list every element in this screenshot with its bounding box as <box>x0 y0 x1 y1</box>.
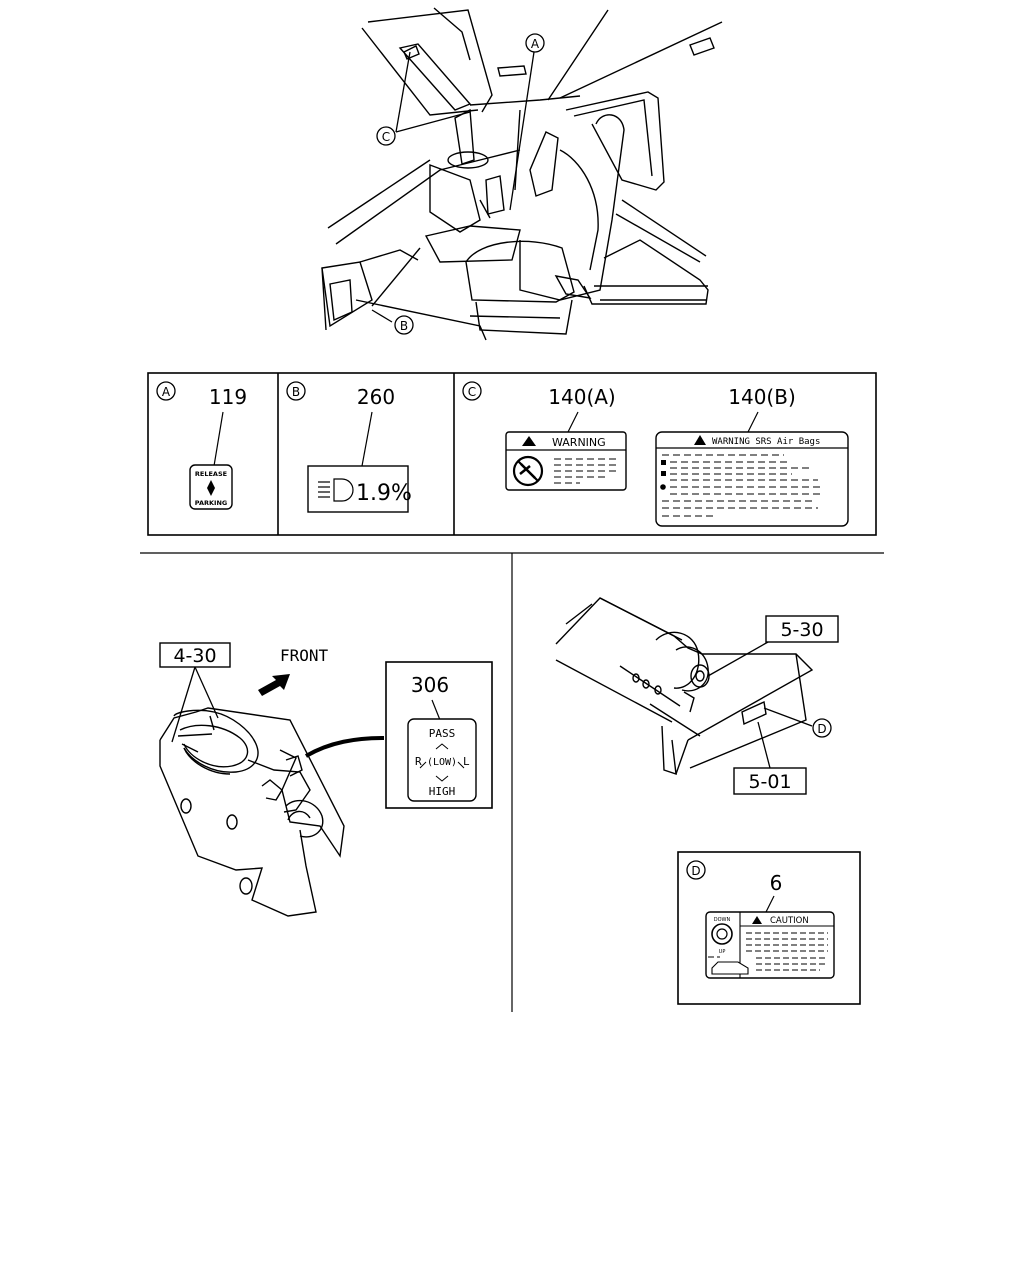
svg-text:UP: UP <box>719 949 726 955</box>
svg-text:5-01: 5-01 <box>748 771 791 793</box>
callout-a: A <box>525 33 545 53</box>
part-number-6: 6 <box>770 871 783 895</box>
prohibition-icon <box>512 455 544 487</box>
callout-c: C <box>376 126 396 146</box>
svg-text:B: B <box>292 385 300 399</box>
svg-text:PARKING: PARKING <box>195 499 227 507</box>
svg-text:C: C <box>382 130 390 144</box>
svg-text:A: A <box>531 37 540 51</box>
panel-d: D 6 CAUTION DOWN UP <box>677 851 861 1005</box>
warning-triangle-icon <box>694 435 706 445</box>
part-number-306: 306 <box>411 673 449 697</box>
label-panels <box>147 372 877 536</box>
ref-box-5-01 <box>733 767 807 795</box>
switch-body <box>159 707 345 917</box>
svg-text:R: R <box>415 755 422 768</box>
svg-text:B: B <box>400 319 408 333</box>
frame-section: 5-30 5-01 D <box>555 597 839 795</box>
cab-interior-illustration <box>321 7 723 341</box>
panel-b: B 260 1.9% <box>286 381 412 513</box>
leader-curve <box>304 736 385 758</box>
part-number-260: 260 <box>357 385 395 409</box>
bullet-marks <box>660 460 666 490</box>
section-dividers <box>140 552 884 1012</box>
arrow-icon <box>207 480 215 496</box>
svg-text:4-30: 4-30 <box>173 645 216 667</box>
warning-label-140a <box>505 431 627 491</box>
svg-text:PASS: PASS <box>429 727 456 740</box>
part-number-119: 119 <box>209 385 247 409</box>
front-direction-label: FRONT <box>280 646 329 665</box>
cab-tilt-icon <box>711 923 733 945</box>
svg-text:1.9%: 1.9% <box>356 481 412 506</box>
svg-text:C: C <box>468 385 476 399</box>
part-number-140a: 140(A) <box>548 385 615 409</box>
airbag-warning-label-140b <box>655 431 849 527</box>
callout-leaders <box>371 51 535 323</box>
warning-triangle-icon <box>752 916 762 924</box>
svg-text:D: D <box>817 722 826 736</box>
svg-text:(LOW): (LOW) <box>427 757 457 768</box>
svg-text:WARNING SRS Air Bags: WARNING SRS Air Bags <box>712 437 820 447</box>
svg-text:HIGH: HIGH <box>429 785 456 798</box>
callout-d <box>812 718 832 738</box>
combination-switch-section: 4-30 FRONT 306 PAS <box>159 642 493 917</box>
svg-text:L: L <box>463 755 470 768</box>
svg-text:5-30: 5-30 <box>780 619 823 641</box>
panel-a: A 119 RELEASE PARKING <box>156 381 247 510</box>
warning-triangle-icon <box>522 436 536 446</box>
svg-text:D: D <box>691 864 700 878</box>
callout-b: B <box>394 315 414 335</box>
svg-text:A: A <box>162 385 171 399</box>
ref-box-4-30 <box>159 642 231 668</box>
panel-c: C 140(A) WARNING 140(B) WARNING SRS Air … <box>462 381 849 527</box>
svg-text:WARNING: WARNING <box>552 436 606 449</box>
truck-icon <box>711 961 749 975</box>
front-arrow-icon <box>258 674 290 696</box>
svg-text:DOWN: DOWN <box>714 917 731 923</box>
frame-rail <box>555 597 814 776</box>
svg-text:CAUTION: CAUTION <box>770 916 809 926</box>
svg-text:RELEASE: RELEASE <box>195 470 227 478</box>
headlamp-leveling-label <box>307 465 409 513</box>
dimmer-switch-label <box>407 718 477 802</box>
part-number-140b: 140(B) <box>728 385 796 409</box>
ref-box-5-30 <box>765 615 839 643</box>
headlamp-icon <box>318 478 354 502</box>
